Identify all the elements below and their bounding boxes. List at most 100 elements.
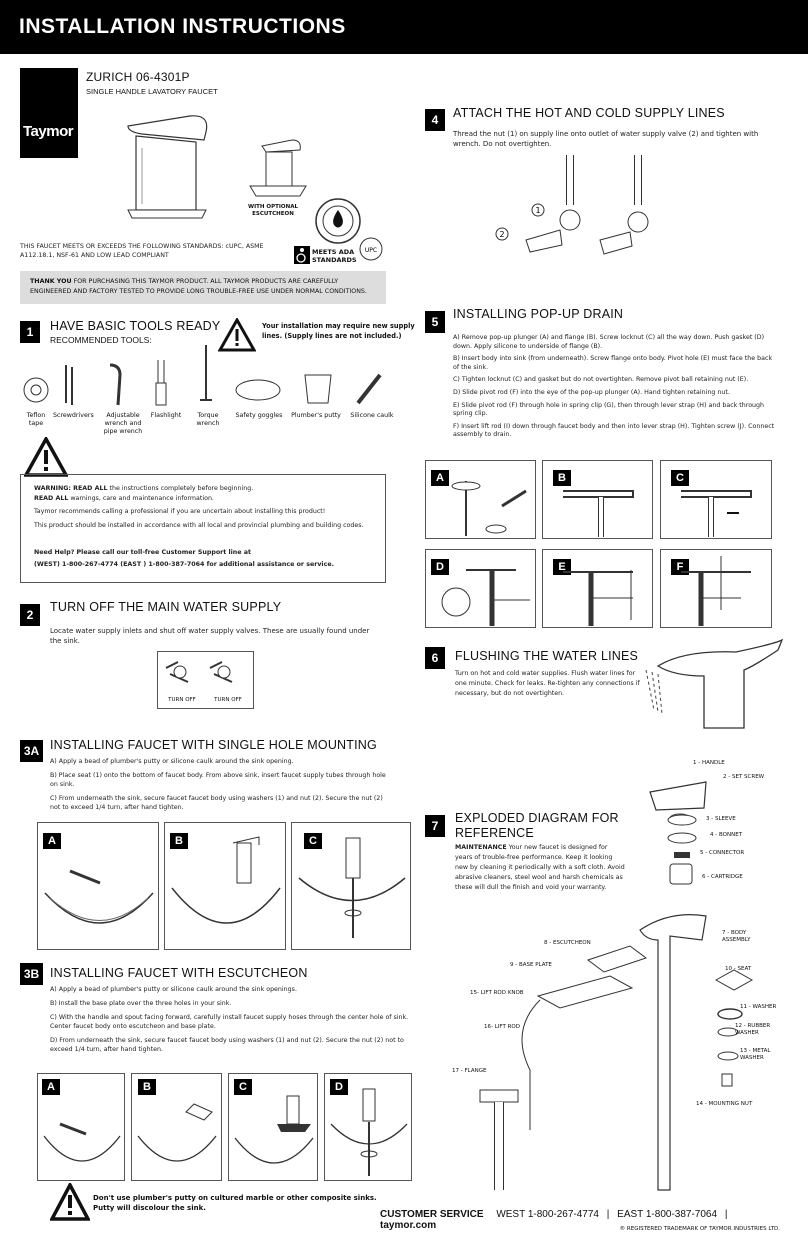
drain-panel-e: E xyxy=(542,549,653,628)
tool-label: Torque wrench xyxy=(196,412,220,427)
part-label: 2 - SET SCREW xyxy=(723,774,765,780)
step-5-title: INSTALLING POP-UP DRAIN xyxy=(453,307,624,321)
warning-line: This product should be installed in acco… xyxy=(34,521,364,529)
panel-tag: A xyxy=(431,470,449,486)
supply-lines-illustration-icon: 1 2 xyxy=(495,155,649,255)
supply-lines-note: Your installation may require new supply… xyxy=(262,322,415,340)
part-label: 7 - BODY ASSEMBLY xyxy=(722,930,751,943)
step-number-6: 6 xyxy=(425,647,445,669)
help-phones: (WEST) 1-800-267-4774 (EAST ) 1-800-387-… xyxy=(34,560,334,568)
drain-parts-icon xyxy=(451,481,527,536)
step-3a-text: A) Apply a bead of plumber's putty or si… xyxy=(50,757,390,812)
step-4-text: Thread the nut (1) on supply line onto o… xyxy=(453,130,759,148)
product-type: SINGLE HANDLE LAVATORY FAUCET xyxy=(86,87,218,96)
step-5-c: C) Tighten locknut (C) and gasket but do… xyxy=(453,376,749,384)
panel-tag: A xyxy=(42,1079,60,1095)
step-3b-c: C) With the handle and spout facing forw… xyxy=(50,1014,409,1030)
caution-triangle-icon xyxy=(218,318,256,352)
drain-panel-d: D xyxy=(425,549,536,628)
step-6-text: Turn on hot and cold water supplies. Flu… xyxy=(455,670,640,697)
tools-illustration-icon xyxy=(23,345,382,406)
step-number-3a: 3A xyxy=(20,740,43,762)
panel-3b-a: A xyxy=(37,1073,125,1181)
step-2-text: Locate water supply inlets and shut off … xyxy=(50,627,370,645)
panel-3b-d: D xyxy=(324,1073,412,1181)
panel-tag: D xyxy=(431,559,449,575)
page-title: INSTALLATION INSTRUCTIONS xyxy=(0,0,808,54)
step-3b-d: D) From underneath the sink, secure fauc… xyxy=(50,1037,404,1053)
footer-sep: | xyxy=(724,1209,728,1220)
panel-tag: B xyxy=(553,470,571,486)
panel-tag: C xyxy=(234,1079,252,1095)
warning-line: warnings, care and maintenance informati… xyxy=(68,494,214,502)
step-5-d: D) Slide pivot rod (F) into the eye of t… xyxy=(453,388,730,396)
tool-label: Teflon tape xyxy=(26,412,46,427)
callout-1: 1 xyxy=(535,206,540,215)
step-5-a: A) Remove pop-up plunger (A) and flange … xyxy=(453,334,765,350)
tool-label: Safety goggles xyxy=(235,412,283,419)
putty-warning-icon xyxy=(50,1183,90,1221)
warning-text: WARNING: READ ALL the instructions compl… xyxy=(34,484,374,569)
drain-panel-c: C xyxy=(660,460,772,539)
west-phone: WEST 1-800-267-4774 xyxy=(496,1209,599,1220)
step-2-title: TURN OFF THE MAIN WATER SUPPLY xyxy=(50,600,282,614)
part-label: 16- LIFT ROD xyxy=(484,1024,520,1030)
part-label: 17 - FLANGE xyxy=(452,1068,487,1074)
footer-sep: | xyxy=(606,1209,610,1220)
thanks-text: FOR PURCHASING THIS TAYMOR PRODUCT. ALL … xyxy=(30,278,367,295)
drain-panel-a: A xyxy=(425,460,536,539)
maintenance-lead: MAINTENANCE xyxy=(455,844,507,851)
warning-line: Taymor recommends calling a professional… xyxy=(34,508,326,515)
part-label: 1 - HANDLE xyxy=(693,760,725,766)
sink-nut-icon xyxy=(298,837,406,938)
panel-tag: B xyxy=(170,833,188,849)
panel-tag: C xyxy=(671,470,689,486)
panel-3b-c: C xyxy=(228,1073,318,1181)
step-3a-c: C) From underneath the sink, secure fauc… xyxy=(50,795,383,811)
ada-wheelchair-icon xyxy=(294,246,310,264)
step-number-5: 5 xyxy=(425,311,445,333)
faucet-illustration-icon xyxy=(127,115,208,219)
step-number-4: 4 xyxy=(425,109,445,131)
optional-escutcheon-label: WITH OPTIONAL ESCUTCHEON xyxy=(248,204,298,217)
panel-3a-b: B xyxy=(164,822,286,950)
thank-you-box: THANK YOU FOR PURCHASING THIS TAYMOR PRO… xyxy=(20,271,386,304)
part-label: 11 - WASHER xyxy=(740,1004,777,1010)
step-number-2: 2 xyxy=(20,604,40,626)
step-number-7: 7 xyxy=(425,815,445,837)
tools-labels: Teflon tape Screwdrivers Adjustable wren… xyxy=(20,412,410,436)
help-text: Need Help? Please call our toll-free Cus… xyxy=(34,549,252,556)
step-3a-title: INSTALLING FAUCET WITH SINGLE HOLE MOUNT… xyxy=(50,738,377,752)
panel-3b-b: B xyxy=(131,1073,222,1181)
model-number: ZURICH 06-4301P xyxy=(86,70,190,84)
shutoff-valve-icon xyxy=(165,661,233,683)
valves-panel: TURN OFF TURN OFF xyxy=(157,651,254,709)
callout-2: 2 xyxy=(499,230,504,239)
footer-contact: CUSTOMER SERVICE WEST 1-800-267-4774 | E… xyxy=(380,1209,780,1231)
panel-tag: C xyxy=(304,833,322,849)
panel-tag: D xyxy=(330,1079,348,1095)
customer-service-label: CUSTOMER SERVICE xyxy=(380,1209,484,1220)
lift-rod-icon xyxy=(681,556,751,626)
ada-label: MEETS ADA STANDARDS xyxy=(312,248,357,264)
drain-panel-f: F xyxy=(660,549,772,628)
tool-label: Flashlight xyxy=(150,412,182,419)
step-4-title: ATTACH THE HOT AND COLD SUPPLY LINES xyxy=(453,106,725,120)
drain-panel-b: B xyxy=(542,460,653,539)
sink-nut-icon xyxy=(330,1088,408,1176)
sink-putty-icon xyxy=(44,869,154,924)
sink-escutcheon-icon xyxy=(234,1095,314,1164)
tool-label: Screwdrivers xyxy=(53,412,94,419)
maintenance-body: Your new faucet is designed for years of… xyxy=(455,844,625,891)
panel-tag: A xyxy=(43,833,61,849)
step-3b-text: A) Apply a bead of plumber's putty or si… xyxy=(50,985,410,1054)
part-label: 15- LIFT ROD KNOB xyxy=(470,990,524,996)
pivot-rod-icon xyxy=(441,569,530,626)
website-link[interactable]: taymor.com xyxy=(380,1220,437,1231)
part-label: 4 - BONNET xyxy=(710,832,743,838)
warning-box xyxy=(20,474,386,583)
watersense-logo-icon xyxy=(315,198,361,244)
exploded-diagram-icon xyxy=(479,781,754,1191)
sink-faucet-icon xyxy=(171,836,281,924)
part-label: 5 - CONNECTOR xyxy=(700,850,745,856)
